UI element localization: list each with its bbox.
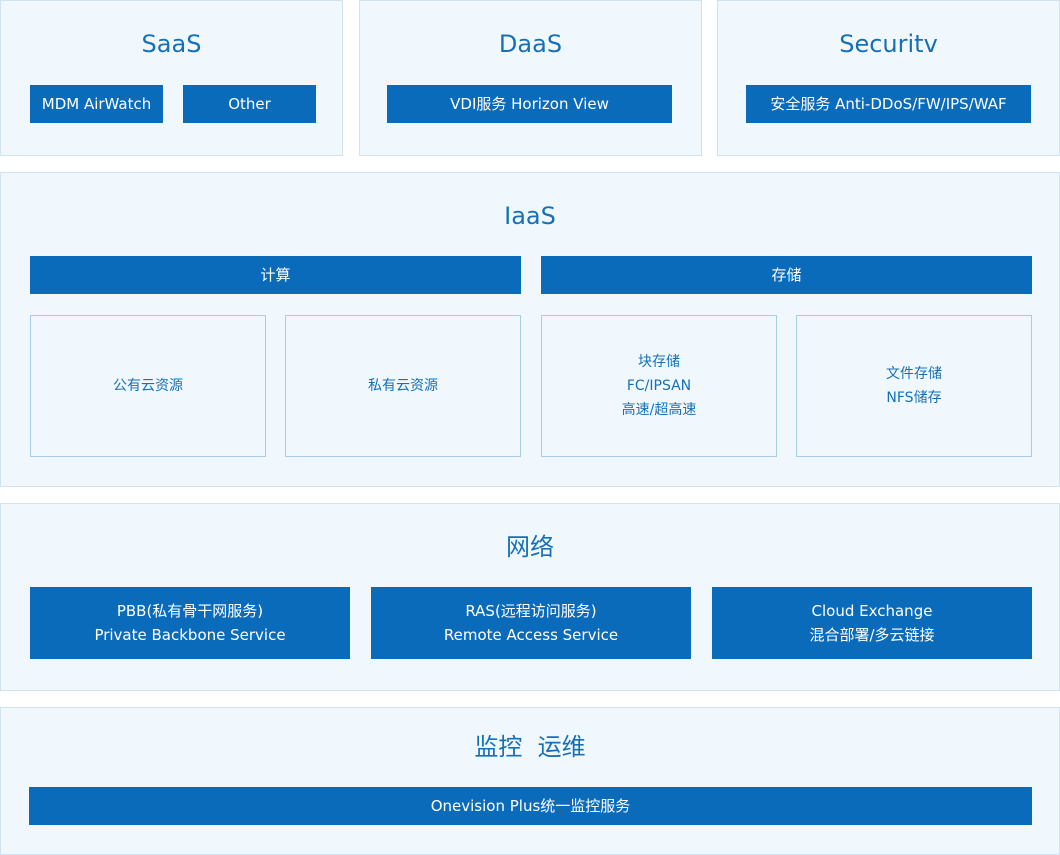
file-storage-label: 文件存储: [886, 366, 942, 382]
daas-panel: DaaS VDI服务 Horizon View: [359, 0, 702, 156]
public-cloud-box[interactable]: 公有云资源: [30, 315, 266, 457]
ras-service[interactable]: RAS(远程访问服务) Remote Access Service: [371, 587, 691, 659]
storage-header[interactable]: 存储: [541, 256, 1032, 294]
security-title: Securitv: [839, 30, 938, 58]
saas-panel: SaaS MDM AirWatch Other: [0, 0, 343, 156]
vdi-horizon-view-item[interactable]: VDI服务 Horizon View: [387, 85, 672, 123]
daas-title: DaaS: [498, 30, 563, 58]
iaas-title: IaaS: [504, 202, 556, 230]
cloud-exchange-service[interactable]: Cloud Exchange 混合部署/多云链接: [712, 587, 1032, 659]
block-storage-label: 块存储: [638, 354, 680, 370]
monitoring-panel: 监控 运维 Onevision Plus统一监控服务: [0, 707, 1060, 855]
pbb-service-name: PBB(私有骨干网服务): [116, 602, 264, 620]
private-cloud-label: 私有云资源: [368, 378, 438, 394]
cloud-exchange-desc: 混合部署/多云链接: [809, 626, 935, 644]
file-storage-protocol: NFS储存: [886, 390, 942, 406]
private-cloud-box[interactable]: 私有云资源: [285, 315, 521, 457]
block-storage-box[interactable]: 块存储 FC/IPSAN 高速/超高速: [541, 315, 777, 457]
file-storage-box[interactable]: 文件存储 NFS储存: [796, 315, 1032, 457]
ras-service-desc: Remote Access Service: [443, 626, 619, 644]
security-panel: Securitv 安全服务 Anti-DDoS/FW/IPS/WAF: [717, 0, 1060, 156]
other-item[interactable]: Other: [183, 85, 316, 123]
block-storage-protocol: FC/IPSAN: [626, 378, 692, 394]
cloud-exchange-name: Cloud Exchange: [811, 602, 933, 620]
network-title: 网络: [506, 533, 554, 561]
ras-service-name: RAS(远程访问服务): [465, 602, 597, 620]
security-services-item[interactable]: 安全服务 Anti-DDoS/FW/IPS/WAF: [746, 85, 1031, 123]
network-panel: 网络 PBB(私有骨干网服务) Private Backbone Service…: [0, 503, 1060, 691]
compute-header[interactable]: 计算: [30, 256, 521, 294]
monitoring-title: 监控 运维: [474, 733, 586, 761]
pbb-service[interactable]: PBB(私有骨干网服务) Private Backbone Service: [30, 587, 350, 659]
onevision-plus-service[interactable]: Onevision Plus统一监控服务: [29, 787, 1032, 825]
block-storage-speed: 高速/超高速: [621, 402, 697, 418]
pbb-service-desc: Private Backbone Service: [94, 626, 286, 644]
iaas-panel: IaaS 计算 存储 公有云资源 私有云资源 块存储 FC/IPSAN 高速/超…: [0, 172, 1060, 487]
public-cloud-label: 公有云资源: [113, 378, 183, 394]
saas-title: SaaS: [141, 30, 202, 58]
mdm-airwatch-item[interactable]: MDM AirWatch: [30, 85, 163, 123]
